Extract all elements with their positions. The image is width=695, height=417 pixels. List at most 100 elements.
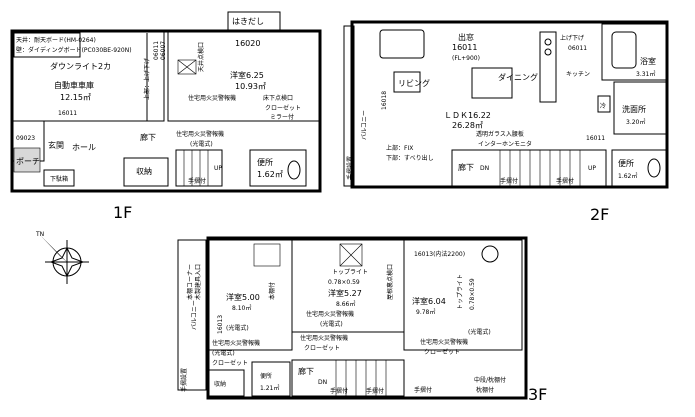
floor-2-toilet-area: 1.62㎡ xyxy=(618,172,637,180)
floor-1-toilet-bowl xyxy=(287,160,301,180)
floor-1-room-area: 10.93㎡ xyxy=(235,82,266,91)
floor-3-corridor-zone xyxy=(291,359,405,397)
floor-1-hatch-cross-b xyxy=(177,59,197,75)
floor-2-washroom-label: 洗面所 xyxy=(622,104,646,114)
floor-3-skylight-right: トップライト xyxy=(457,274,464,310)
floor-3-room-right xyxy=(403,239,523,351)
floor-3-room-left-area: 8.10㎡ xyxy=(232,304,251,312)
floor-3-balcony-label: バルコニー xyxy=(191,300,198,330)
floor-1-header-line2: 壁：ダイディングボード(PC030BE-920N) xyxy=(16,46,132,54)
floor-2-toilet xyxy=(611,149,667,187)
floor-3-room-left-name: 洋室5.00 xyxy=(226,292,260,302)
floor-3-bookshelf: 本棚付 xyxy=(268,282,276,300)
floor-2-corridor-zone xyxy=(451,149,607,187)
floor-3-skylight-right-icon xyxy=(481,245,499,263)
floor-1-porch: ポーチ xyxy=(16,157,40,166)
floor-1-hatch-box xyxy=(177,59,197,75)
floor-2-table xyxy=(393,71,421,93)
floor-2-plan: 手摺設置 バルコニー リビング 出窓 16011 (FL+900) ダイニング … xyxy=(343,20,669,224)
floor-3-room-center-name: 洋室5.27 xyxy=(328,288,362,298)
floor-1-entrance: 玄関 xyxy=(48,140,64,150)
floor-2-ldk: ＬＤＫ16.22 xyxy=(444,111,491,120)
floor-2-washroom xyxy=(613,81,667,135)
floor-3-handrail-c: 手摺付 xyxy=(414,386,432,394)
floor-2-dim-top-note: (FL+900) xyxy=(452,55,480,62)
floor-1-dim-side-b: 06007 xyxy=(160,41,167,60)
floor-2-burner-2 xyxy=(544,48,552,56)
floor-2-dining-table xyxy=(471,67,513,99)
floor-3-storage-label: 収納 xyxy=(214,380,226,388)
floor-3-label: 3F xyxy=(528,385,547,404)
floor-2-dim-right: 06011 xyxy=(568,45,587,52)
floor-2-dim-left: 16018 xyxy=(381,91,388,110)
floor-2-railing: 手摺設置 xyxy=(346,156,354,180)
floor-2-bay: 出窓 xyxy=(458,32,474,42)
floor-2-kitchen-counter xyxy=(539,31,557,103)
floor-3-handrail-a: 手摺付 xyxy=(330,387,348,395)
floor-2-bath-label: 浴室 xyxy=(640,56,656,66)
floor-1-garage-area: 12.15㎡ xyxy=(60,93,91,102)
floor-3-dim-left: 16013 xyxy=(217,315,224,334)
floor-3-closet-c: クローゼット xyxy=(304,344,340,352)
floor-2-corridor: 廊下 xyxy=(458,162,474,172)
floor-3-storage xyxy=(207,369,245,397)
floor-3-toilet-area: 1.21㎡ xyxy=(260,384,279,392)
floor-2-toilet-bowl xyxy=(647,158,661,178)
floor-2-dining: ダイニング xyxy=(498,72,538,82)
floor-2-bathtub xyxy=(611,31,637,69)
floor-2-dn: DN xyxy=(480,165,489,172)
floor-3-alarm-l3: 住宅用火災警報機 xyxy=(212,339,260,347)
floor-3-storage-r: 中段/枕棚付 xyxy=(474,376,506,384)
floor-1-label: 1F xyxy=(113,203,132,222)
floor-2-handrail-a: 手摺付 xyxy=(500,177,518,185)
floor-1-plan: はきだし 天井：耐天ボード(HM-0264) 壁：ダイディングボード(PC030… xyxy=(10,11,322,222)
floor-1-dim-side-a: 06011 xyxy=(153,41,160,60)
floor-3-alarm-r: (光電式) xyxy=(468,328,491,336)
floor-2-dim-top: 16011 xyxy=(452,43,477,52)
floor-3-handrail-b: 手摺付 xyxy=(366,387,384,395)
floor-3-closet-l: クローゼット xyxy=(212,359,248,367)
floor-1-porch-tile xyxy=(13,147,41,173)
compass-label: TN xyxy=(35,231,44,238)
floor-1-alarm1: 住宅用火災警報機 xyxy=(188,94,236,102)
compass-north-arrow xyxy=(40,235,67,262)
floor-2-washroom-area: 3.20㎡ xyxy=(626,118,645,126)
floor-3-dn: DN xyxy=(318,379,327,386)
floor-2-label: 2F xyxy=(590,205,609,224)
floor-3-plan: 手摺設置 バルコニー 本棚コーナー 木製建具入口 洋室5.00 8.10㎡ 16… xyxy=(177,236,547,404)
floor-1-mirror: ミラー付 xyxy=(270,113,294,121)
floor-2-handrail-b: 手摺付 xyxy=(556,177,574,185)
floor-2-kitchen: キッチン xyxy=(566,71,590,78)
floor-3-left-note-b: 木製建具入口 xyxy=(194,264,202,300)
floor-1-garage-name: 自動車車庫 xyxy=(54,80,94,90)
floor-1-alarm2: 住宅用火災警報機 xyxy=(176,130,224,138)
floor-2-fridge-label: 冷 xyxy=(600,102,606,110)
floor-3-closet-r: クローゼット xyxy=(424,348,460,356)
floor-1-alarm2-sub: (光電式) xyxy=(190,140,213,148)
floor-3-dim-right: 16013(内法2200) xyxy=(414,250,465,258)
floor-1-hatch-label: 天井点検口 xyxy=(197,42,205,72)
floor-1-header-line1: 天井：耐天ボード(HM-0264) xyxy=(16,36,96,44)
floor-3-alarm-l2-sub: (光電式) xyxy=(212,349,235,357)
floor-3-skylight-size: 0.78×0.59 xyxy=(328,279,360,286)
floor-1-ceiling-note: 上部：上げ下げ xyxy=(143,58,151,100)
floor-2-lower-note: 下部：すべり出し xyxy=(386,154,434,162)
floor-3-alarm-c-sub: (光電式) xyxy=(320,320,343,328)
floor-3-outer-wall xyxy=(206,236,528,400)
floor-1-dim-top: 16020 xyxy=(235,39,260,48)
floor-3-skylight: トップライト xyxy=(332,269,368,276)
floor-1-downlight: ダウンライト2カ xyxy=(50,61,111,71)
floor-3-skylight-right-size: 0.78×0.59 xyxy=(469,278,476,310)
floor-1-hall: ホール xyxy=(72,143,96,152)
floor-3-left-bed-icon xyxy=(253,243,281,267)
floor-3-alarm-l2: 住宅用火災警報機 xyxy=(300,334,348,342)
floor-3-roof-hatch: 屋根裏点検口 xyxy=(386,264,394,300)
floor-2-up: UP xyxy=(588,165,596,172)
floor-3-toilet xyxy=(251,361,291,397)
floor-1-closet: クローゼット xyxy=(265,104,301,112)
floor-2-bath xyxy=(601,23,667,81)
floor-1-spec-box xyxy=(13,32,81,58)
floor-3-railing: 手摺設置 xyxy=(180,368,188,392)
floor-2-ldk-area: 26.28㎡ xyxy=(452,121,483,130)
floor-3-room-right-area: 9.78㎡ xyxy=(416,308,435,316)
